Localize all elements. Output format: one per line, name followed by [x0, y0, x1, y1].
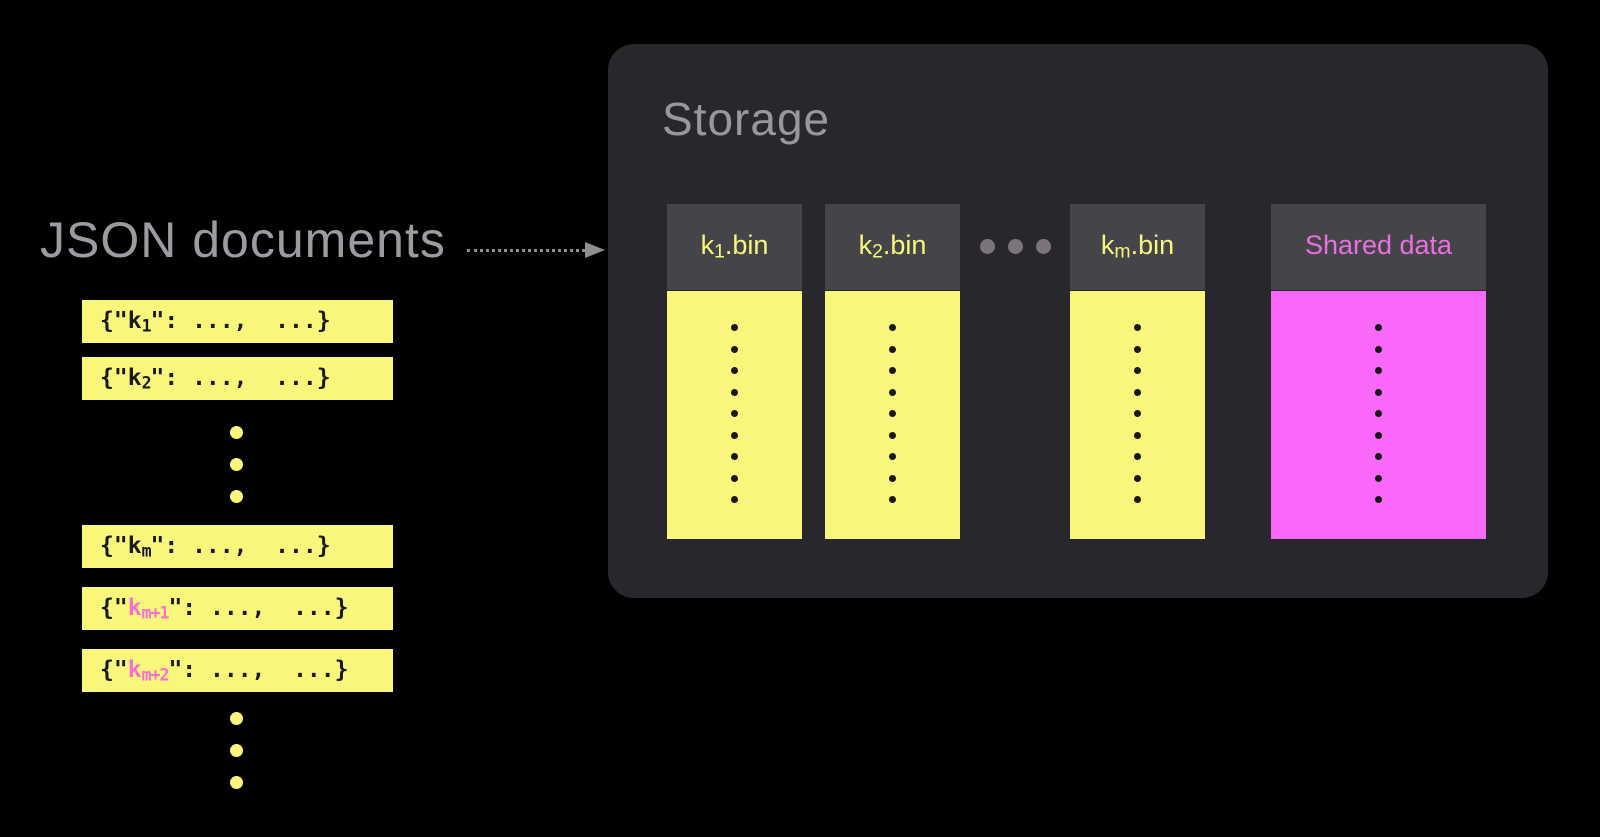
bin-dot	[889, 431, 896, 439]
bin-body	[1070, 291, 1205, 539]
json-doc-row: {"k2": ..., ...}	[82, 357, 393, 400]
bin-dot	[1134, 431, 1141, 439]
bin-dot	[889, 324, 896, 331]
ellipsis-dot	[980, 239, 995, 254]
bin-dot	[889, 388, 896, 396]
ellipsis-dot	[230, 490, 243, 503]
bin-label: k2.bin	[858, 230, 927, 263]
bin-dot	[731, 345, 738, 353]
bin-label: Shared data	[1304, 230, 1453, 261]
bin-dot	[1375, 431, 1382, 439]
dotted-arrow-line	[467, 249, 585, 252]
storage-bin-k1: k1.bin	[667, 204, 802, 539]
bin-dot	[731, 474, 738, 482]
bin-body	[667, 291, 802, 539]
bin-dot	[731, 388, 738, 396]
bin-dot	[1375, 410, 1382, 417]
storage-bin-k2: k2.bin	[825, 204, 960, 539]
json-doc-text: {"km": ..., ...}	[100, 532, 331, 561]
ellipsis-dot	[1036, 239, 1051, 254]
bin-label: km.bin	[1100, 230, 1175, 263]
bin-header: k1.bin	[667, 204, 802, 290]
vertical-ellipsis	[230, 426, 243, 503]
bin-dot	[889, 410, 896, 417]
json-doc-text: {"km+2": ..., ...}	[100, 656, 349, 685]
bin-dot	[1375, 345, 1382, 353]
json-doc-text: {"k2": ..., ...}	[100, 364, 331, 393]
ellipsis-dot	[230, 458, 243, 471]
bin-dot	[731, 453, 738, 460]
ellipsis-dot	[230, 776, 243, 789]
json-doc-row: {"k1": ..., ...}	[82, 300, 393, 343]
bin-header: km.bin	[1070, 204, 1205, 290]
bin-dot	[1134, 410, 1141, 417]
bin-dot	[731, 324, 738, 331]
bin-body	[1271, 291, 1486, 539]
horizontal-ellipsis	[980, 239, 1051, 254]
json-doc-text: {"k1": ..., ...}	[100, 307, 331, 336]
json-documents-label: JSON documents	[40, 212, 446, 268]
json-doc-row: {"km+1": ..., ...}	[82, 587, 393, 630]
bin-label: k1.bin	[700, 230, 769, 263]
vertical-ellipsis	[230, 712, 243, 789]
bin-dot	[731, 431, 738, 439]
bin-header: Shared data	[1271, 204, 1486, 290]
ellipsis-dot	[230, 744, 243, 757]
json-doc-text: {"km+1": ..., ...}	[100, 594, 349, 623]
bin-dot	[1375, 324, 1382, 331]
storage-bin-km: km.bin	[1070, 204, 1205, 539]
json-doc-row: {"km+2": ..., ...}	[82, 649, 393, 692]
bin-dot	[1134, 345, 1141, 353]
arrow-head-icon	[585, 242, 605, 258]
bin-dot	[889, 453, 896, 460]
bin-dot	[1375, 453, 1382, 460]
bin-dot	[1134, 474, 1141, 482]
bin-dot	[1375, 367, 1382, 374]
bin-dot	[731, 410, 738, 417]
ellipsis-dot	[230, 712, 243, 725]
bin-dot	[1375, 496, 1382, 503]
bin-dot	[1134, 367, 1141, 374]
bin-dot	[889, 367, 896, 374]
ellipsis-dot	[1008, 239, 1023, 254]
bin-dot	[731, 496, 738, 503]
bin-dot	[1134, 496, 1141, 503]
bin-dot	[1134, 453, 1141, 460]
bin-dot	[889, 474, 896, 482]
bin-dot	[889, 345, 896, 353]
bin-body	[825, 291, 960, 539]
bin-dot	[1134, 388, 1141, 396]
storage-bin-shared-data: Shared data	[1271, 204, 1486, 539]
bin-dot	[731, 367, 738, 374]
bin-dot	[1375, 388, 1382, 396]
json-doc-row: {"km": ..., ...}	[82, 525, 393, 568]
bin-dot	[1134, 324, 1141, 331]
storage-panel: Storage k1.bin k2.bin km.bin	[608, 44, 1548, 598]
bin-dot	[889, 496, 896, 503]
bin-dot	[1375, 474, 1382, 482]
bin-header: k2.bin	[825, 204, 960, 290]
storage-title: Storage	[662, 93, 831, 145]
ellipsis-dot	[230, 426, 243, 439]
